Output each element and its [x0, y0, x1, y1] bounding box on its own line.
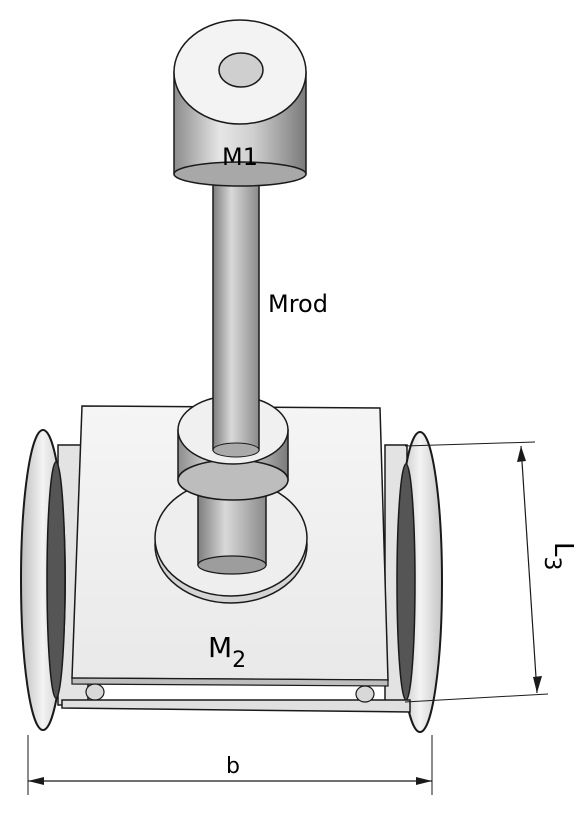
support-feet — [85, 683, 375, 703]
label-m2-letter: M — [208, 631, 232, 664]
label-l3-subscript: 3 — [539, 557, 564, 571]
right-wheel — [384, 431, 443, 733]
axle-beam — [61, 699, 411, 713]
label-m2: M2 — [208, 631, 246, 673]
dimension-b — [27, 735, 433, 795]
top-mass — [173, 19, 307, 187]
label-l3: L3 — [539, 542, 578, 571]
dimension-l3 — [404, 441, 549, 703]
label-m2-subscript: 2 — [232, 648, 246, 673]
label-l3-letter: L — [548, 542, 578, 557]
label-m1: M1 — [222, 143, 258, 171]
rod — [212, 179, 260, 458]
label-b: b — [226, 754, 240, 779]
label-mrod: Mrod — [268, 290, 328, 318]
